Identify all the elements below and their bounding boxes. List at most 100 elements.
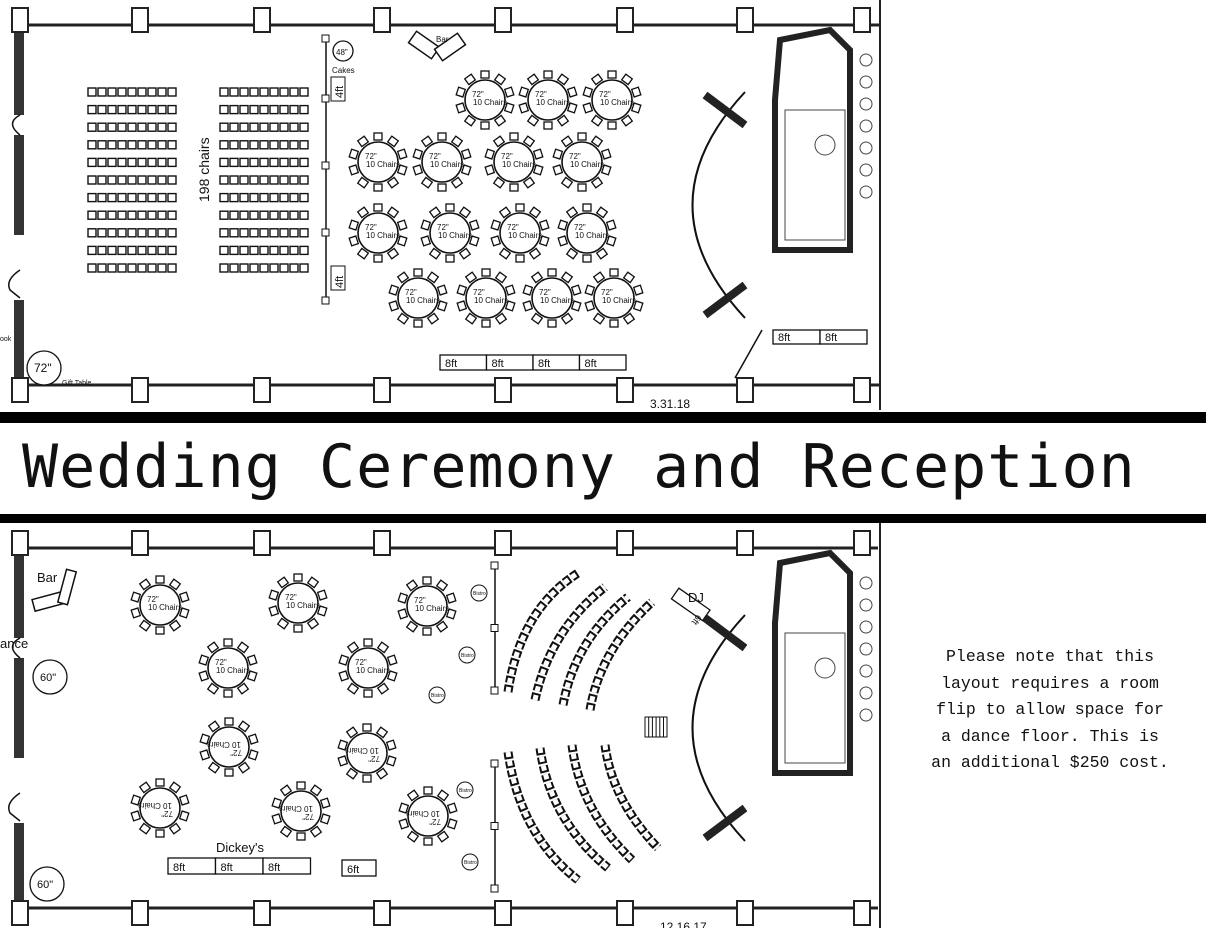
chair-icon [224, 768, 234, 777]
table-size: 72" [365, 152, 377, 161]
chair-icon [107, 192, 117, 203]
ceremony-chair-arc [585, 598, 656, 711]
chair-icon [376, 641, 390, 654]
chair-icon [289, 87, 299, 97]
chair-icon [348, 235, 360, 247]
chair-icon [299, 157, 309, 168]
table-top [527, 79, 569, 121]
chair-icon [386, 176, 400, 189]
chair-icon [600, 164, 612, 176]
chair-icon [229, 192, 239, 203]
chair-icon [259, 228, 269, 238]
chair-icon [436, 284, 448, 296]
chair-icon [219, 157, 229, 168]
pillar [736, 377, 754, 403]
chair-icon [385, 755, 397, 767]
table-seats: 10 Chairs [366, 231, 400, 240]
chair-icon [406, 830, 420, 843]
chair-icon [259, 175, 269, 185]
chair-icon [229, 228, 239, 238]
chair-icon [484, 164, 496, 176]
chair-icon [199, 733, 211, 745]
chair-icon [609, 319, 619, 328]
rail-post [321, 161, 330, 170]
chair-icon [577, 183, 587, 192]
pillar [11, 377, 29, 403]
chair-icon [279, 192, 289, 203]
restroom-fixture [859, 576, 873, 590]
table-label: 72"10 Chairs [147, 595, 182, 612]
chair-icon [299, 263, 309, 273]
chair-icon [229, 175, 239, 185]
back-room-inner [784, 109, 846, 241]
chair-icon [356, 176, 370, 189]
long-table-label: 8ft [445, 358, 457, 370]
chair-icon [460, 148, 472, 160]
chair-icon [386, 247, 400, 260]
chair-icon [271, 813, 283, 825]
chair-icon [362, 774, 372, 783]
rail-post [490, 884, 499, 893]
chair-icon [147, 263, 157, 273]
chair-icon [413, 268, 423, 277]
chair-icon [420, 219, 432, 231]
restroom-fixture [859, 686, 873, 700]
round-table: 72"10 Chairs [412, 132, 472, 192]
ceremony-chair-arc-inner [587, 600, 654, 711]
wall-left [14, 548, 24, 638]
table-seats: 10 Chairs [366, 160, 400, 169]
chair-icon [107, 228, 117, 238]
chair-icon [582, 102, 594, 114]
chair-icon [168, 578, 182, 591]
wall-left [14, 25, 24, 115]
chair-icon [309, 825, 323, 838]
chair-icon [445, 203, 455, 212]
chair-icon [268, 589, 280, 601]
chair-icon [279, 87, 289, 97]
chair-icon [239, 104, 249, 115]
chair-icon [463, 114, 477, 127]
table-seats: 10 Chairs [138, 801, 172, 810]
chair-icon [503, 102, 515, 114]
chair-icon [279, 210, 289, 220]
chair-icon [348, 219, 360, 231]
chair-icon [518, 102, 530, 114]
pillar [11, 530, 29, 556]
chair-icon [480, 70, 490, 79]
bistro-label: Bistro [461, 653, 474, 659]
chair-icon [445, 592, 457, 604]
chair-icon [455, 102, 467, 114]
cake-table [332, 40, 354, 62]
chair-icon [590, 135, 604, 148]
table-seats: 10 Chairs [474, 296, 508, 305]
chair-icon [607, 70, 617, 79]
door-icon [8, 637, 21, 822]
bistro-label: Bistro [459, 788, 472, 794]
chair-icon [207, 761, 221, 774]
chair-icon [396, 312, 410, 325]
chair-icon [526, 73, 540, 86]
bistro-label: Bistro [431, 693, 444, 699]
plan-date: 12.16.17 [660, 920, 707, 928]
chair-icon [219, 192, 229, 203]
chair-icon [157, 263, 167, 273]
chair-icon [97, 175, 107, 185]
chair-icon [269, 140, 279, 150]
ceremony-chair-arc-inner [602, 744, 660, 850]
chair-icon [337, 739, 349, 751]
table-label: 72"10 Chairs [501, 152, 536, 169]
back-room [772, 26, 853, 253]
chair-icon [198, 654, 210, 666]
chair-icon [570, 284, 582, 296]
chair-icon [229, 87, 239, 97]
chair-icon [97, 140, 107, 150]
table-label: 72"10 Chairs [405, 288, 440, 305]
wall-left [14, 300, 24, 390]
chair-icon [147, 122, 157, 132]
chair-icon [490, 219, 502, 231]
chair-icon [167, 175, 177, 185]
chair-icon [138, 578, 152, 591]
chair-icon [157, 175, 167, 185]
bistro-label: Bistro [464, 860, 477, 866]
chair-icon [219, 228, 229, 238]
